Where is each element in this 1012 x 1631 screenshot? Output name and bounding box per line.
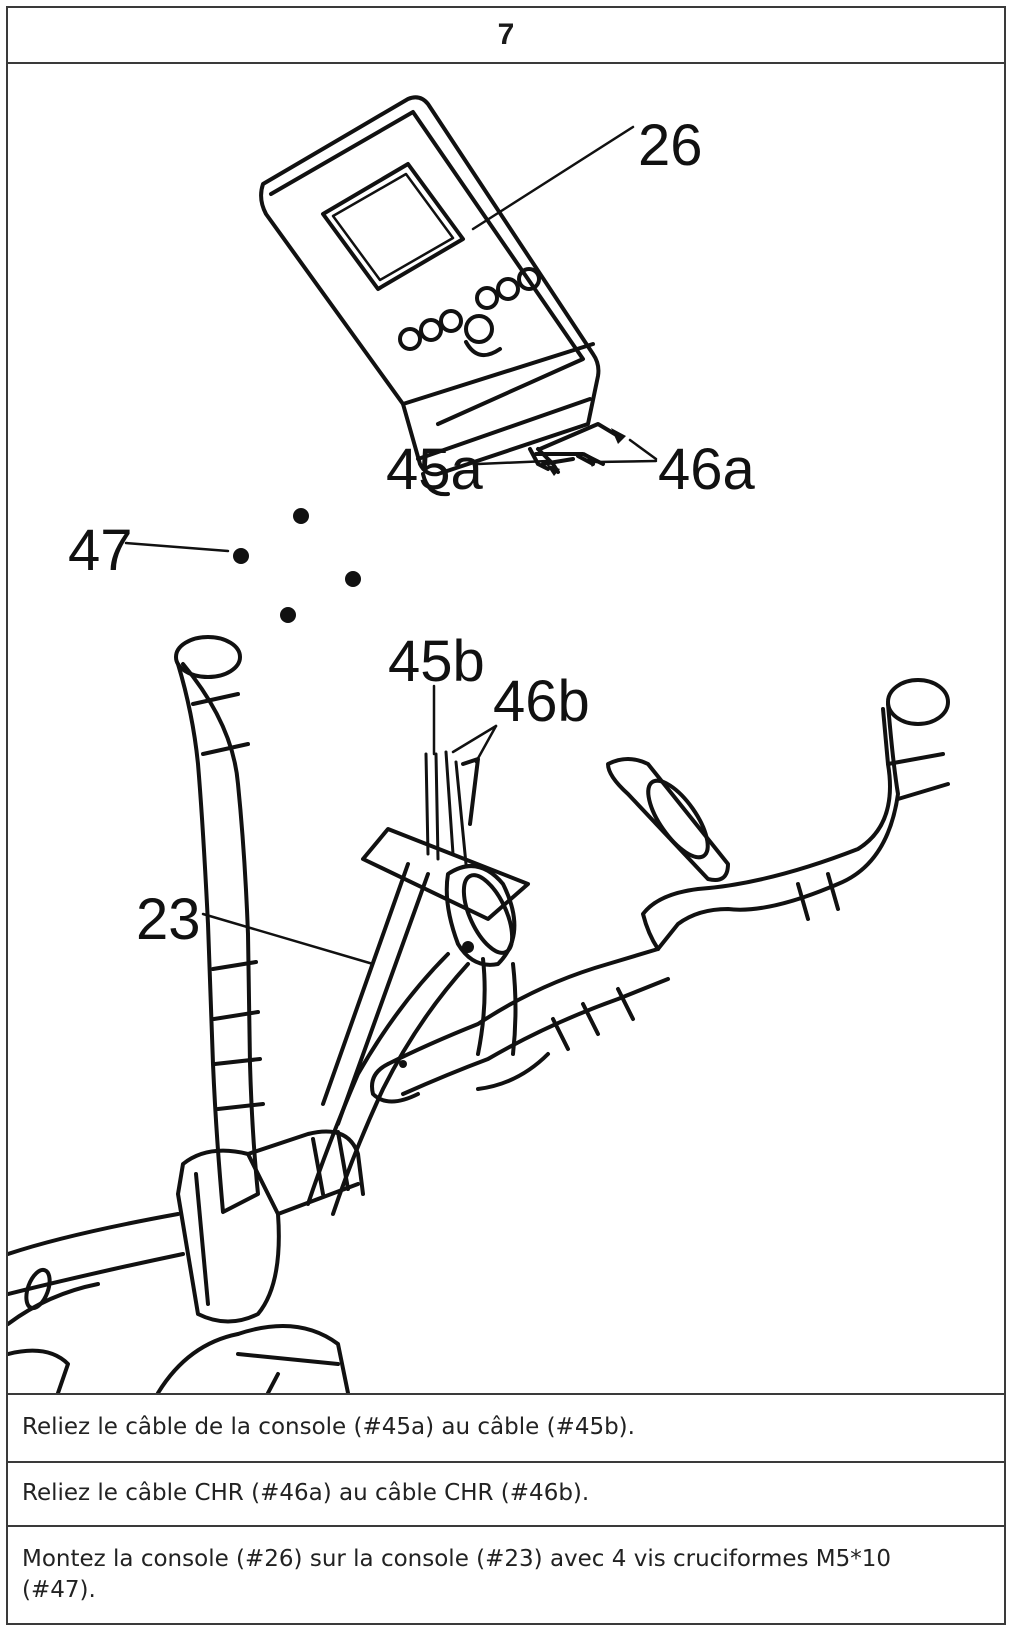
instruction-1: Reliez le câble de la console (#45a) au … [8, 1395, 1004, 1463]
label-45b: 45b [388, 629, 485, 694]
step-number: 7 [8, 8, 1004, 64]
instruction-2: Reliez le câble CHR (#46a) au câble CHR … [8, 1463, 1004, 1527]
label-47: 47 [68, 518, 133, 583]
label-46a: 46a [658, 437, 756, 502]
console-part-26 [259, 95, 601, 497]
instruction-3: Montez la console (#26) sur la console (… [22, 1545, 892, 1603]
label-45a: 45a [386, 437, 484, 502]
screws-47 [233, 508, 474, 1068]
handlebar-frame [8, 635, 950, 1393]
console-cables-45a-46a [528, 422, 620, 474]
label-26: 26 [638, 113, 703, 178]
assembly-step-sheet: 7 [6, 6, 1006, 1625]
assembly-drawing: 26 45a 46a 47 45b 46b 23 [8, 95, 950, 1393]
label-23: 23 [136, 887, 201, 952]
assembly-diagram: 26 45a 46a 47 45b 46b 23 [8, 64, 1004, 1395]
label-46b: 46b [493, 669, 590, 734]
